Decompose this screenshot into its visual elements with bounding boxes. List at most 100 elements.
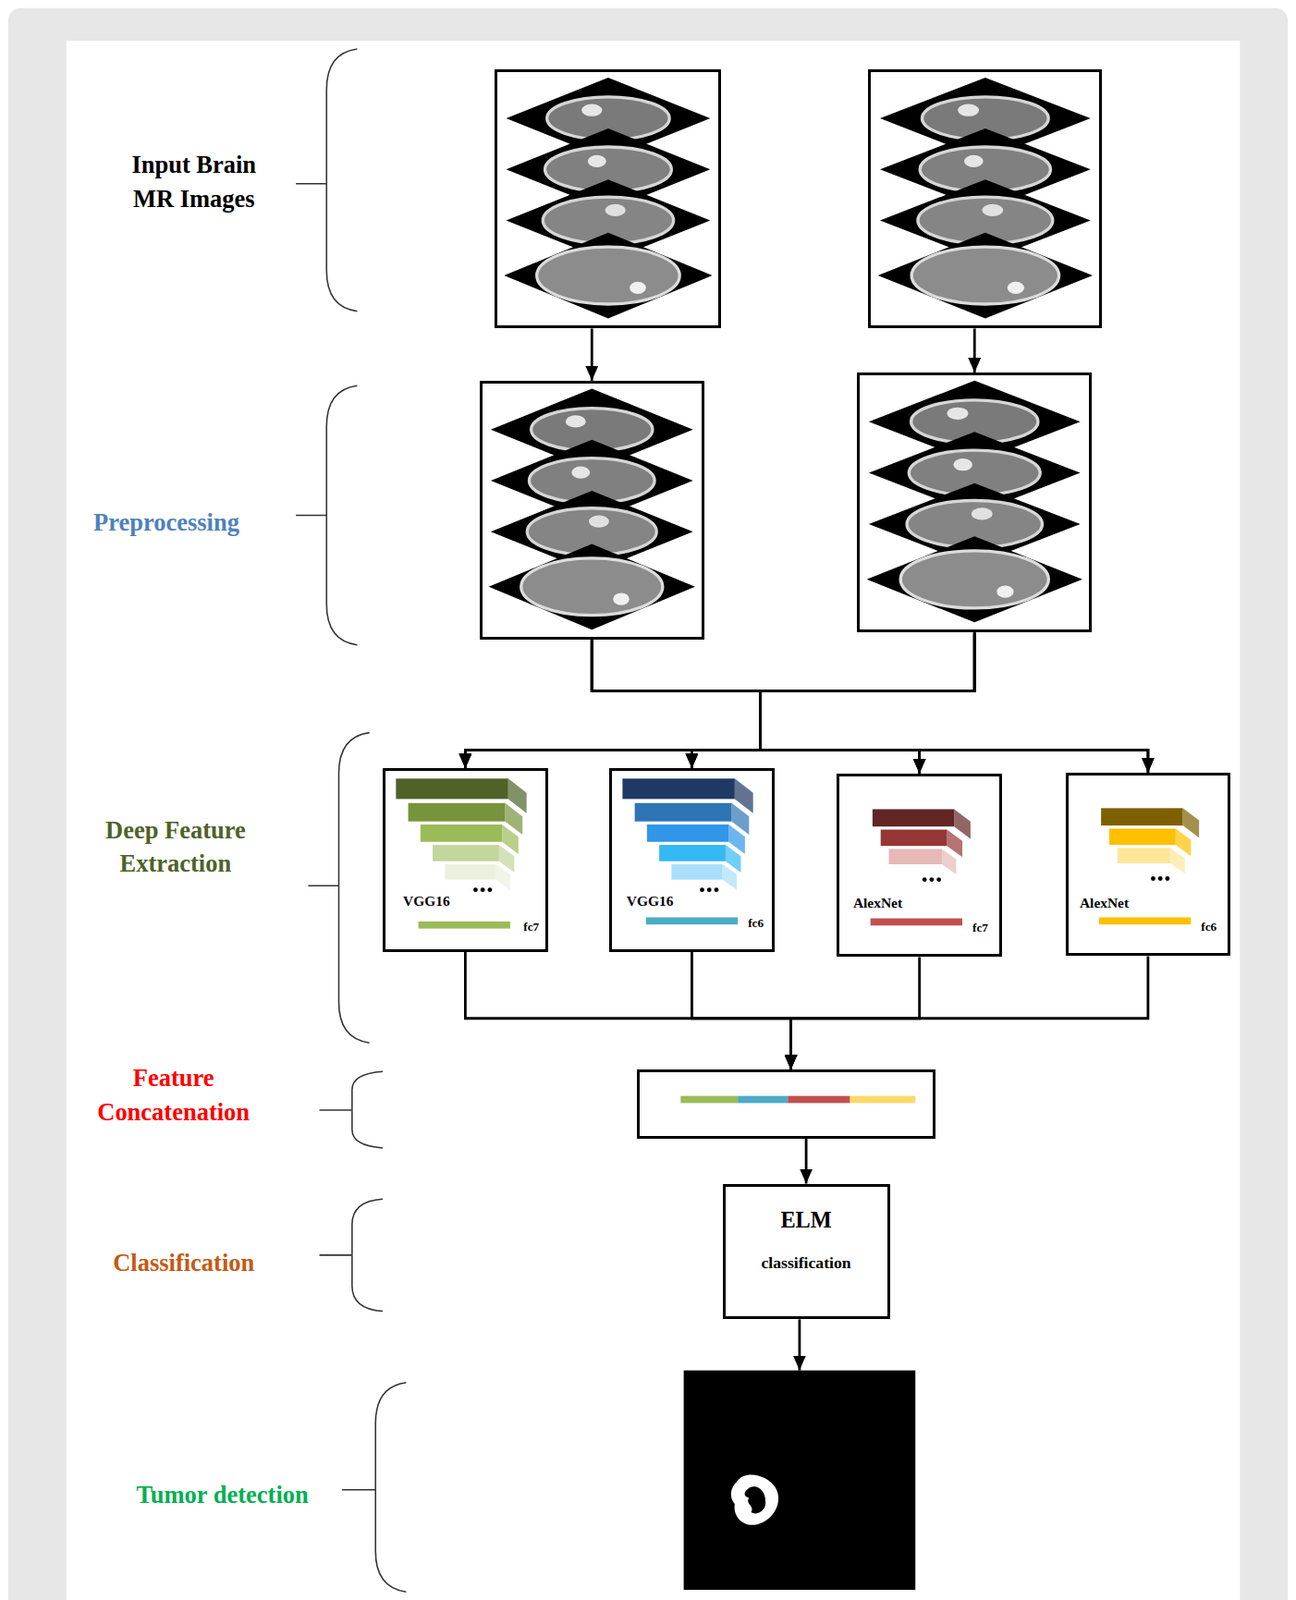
stage-label: Deep Feature Extraction xyxy=(83,813,269,881)
ellipsis-dot xyxy=(929,877,934,882)
preprocessed-box xyxy=(856,372,1092,634)
stage-label: Input Brain MR Images xyxy=(120,147,269,216)
feature-vector-box xyxy=(636,1069,936,1139)
vector-segment xyxy=(680,1096,738,1104)
flow-arrow xyxy=(691,632,975,769)
node-subtitle: fc6 xyxy=(747,916,764,931)
classifier-box: ELM classification xyxy=(722,1184,891,1321)
flow-arrow xyxy=(791,956,920,1069)
bracket xyxy=(326,385,357,645)
bracket-tick xyxy=(307,884,339,887)
node-subtitle: fc7 xyxy=(972,920,989,936)
bracket-tick xyxy=(295,183,327,185)
tumor-region xyxy=(731,1474,779,1525)
layer-slab xyxy=(635,803,733,822)
layer-slab-side xyxy=(496,864,511,891)
vector-segment xyxy=(737,1096,788,1104)
mri-stack xyxy=(503,77,712,319)
layer-slab-side xyxy=(722,864,737,891)
mri-illustration xyxy=(503,77,712,319)
node-subtitle: fc6 xyxy=(1200,919,1217,935)
layer-slab-side xyxy=(941,848,956,875)
node-subtitle: classification xyxy=(761,1253,852,1273)
mri-input-box xyxy=(868,69,1102,329)
concatenated-vector xyxy=(680,1096,916,1104)
layer-slab xyxy=(880,830,948,847)
vector-segment xyxy=(850,1096,917,1104)
flow-arrow xyxy=(791,955,1149,1070)
layer-slab xyxy=(1117,847,1171,864)
mri-illustration xyxy=(878,77,1093,319)
feature-bar xyxy=(418,921,511,930)
bracket xyxy=(352,1198,383,1311)
feature-bar xyxy=(646,916,738,925)
vgg-icon xyxy=(395,778,526,929)
tumor-mask-box xyxy=(684,1370,917,1590)
flow-arrow xyxy=(798,1319,802,1370)
bracket-tick xyxy=(295,514,327,517)
layer-slab-side xyxy=(508,778,527,814)
vgg-icon xyxy=(622,778,753,925)
cnn-feature-box: VGG16 fc6 xyxy=(609,768,775,953)
layer-slab xyxy=(889,848,942,865)
layer-slab-side xyxy=(946,830,963,858)
mri-illustration xyxy=(489,389,696,631)
bracket-tick xyxy=(319,1109,353,1112)
vector-segment xyxy=(787,1096,850,1104)
flow-arrow xyxy=(591,639,1149,773)
bracket-tick xyxy=(319,1254,353,1257)
layer-slab xyxy=(1100,807,1183,826)
layer-slab xyxy=(622,778,734,799)
node-title: VGG16 xyxy=(626,892,674,911)
flow-arrow xyxy=(590,328,594,380)
layer-slab-side xyxy=(1182,807,1199,838)
stage-label: Preprocessing xyxy=(93,505,240,540)
bracket xyxy=(339,733,370,1044)
layer-slab xyxy=(671,864,722,881)
node-subtitle: fc7 xyxy=(523,919,539,935)
ellipsis-dot xyxy=(1164,876,1170,881)
layer-slab xyxy=(420,824,502,843)
node-title: VGG16 xyxy=(403,892,451,911)
layer-slab-side xyxy=(734,778,754,814)
node-title: ELM xyxy=(780,1206,832,1234)
ellipsis-dot xyxy=(714,887,720,893)
flow-arrow xyxy=(805,1138,808,1185)
ellipsis-dot xyxy=(487,887,492,893)
layer-slab-side xyxy=(1175,828,1192,856)
bracket-tick xyxy=(342,1489,376,1492)
tumor-mask xyxy=(684,1370,917,1590)
mri-illustration xyxy=(867,380,1083,624)
flow-arrow xyxy=(759,632,1148,772)
flow-arrow xyxy=(973,328,977,372)
flow-arrow xyxy=(759,632,975,773)
feature-bar xyxy=(1099,916,1191,925)
stage-brackets xyxy=(295,48,406,1592)
stage-label: Classification xyxy=(112,1246,255,1281)
flow-arrow xyxy=(691,952,791,1070)
stage-label: Tumor detection xyxy=(136,1478,309,1513)
mri-stack xyxy=(489,389,696,631)
panel-ground xyxy=(66,40,1241,1600)
layer-slab-side xyxy=(953,808,971,839)
preprocessed-box xyxy=(479,380,705,640)
mri-input-box xyxy=(494,69,722,329)
ellipsis-dot xyxy=(1150,876,1156,881)
cnn-feature-box: AlexNetfc6 xyxy=(1065,772,1232,957)
tumor-core xyxy=(745,1486,767,1514)
mask-ground xyxy=(684,1370,917,1590)
ellipsis-dot xyxy=(699,887,705,893)
layer-slab xyxy=(444,864,496,881)
mri-stack xyxy=(878,77,1093,319)
layer-slab xyxy=(408,803,506,822)
ellipsis-dot xyxy=(936,877,942,882)
stage-label: Feature Concatenation xyxy=(81,1061,267,1129)
cnn-feature-box: AlexNetfc7 xyxy=(836,773,1003,958)
ellipsis-dot xyxy=(1158,876,1163,881)
flow-arrow xyxy=(464,952,791,1070)
cnn-feature-box: VGG16 fc7 xyxy=(382,768,549,953)
bracket xyxy=(352,1071,383,1149)
bracket xyxy=(375,1382,406,1592)
layer-slab xyxy=(659,844,726,862)
flow-arrow xyxy=(591,639,919,774)
